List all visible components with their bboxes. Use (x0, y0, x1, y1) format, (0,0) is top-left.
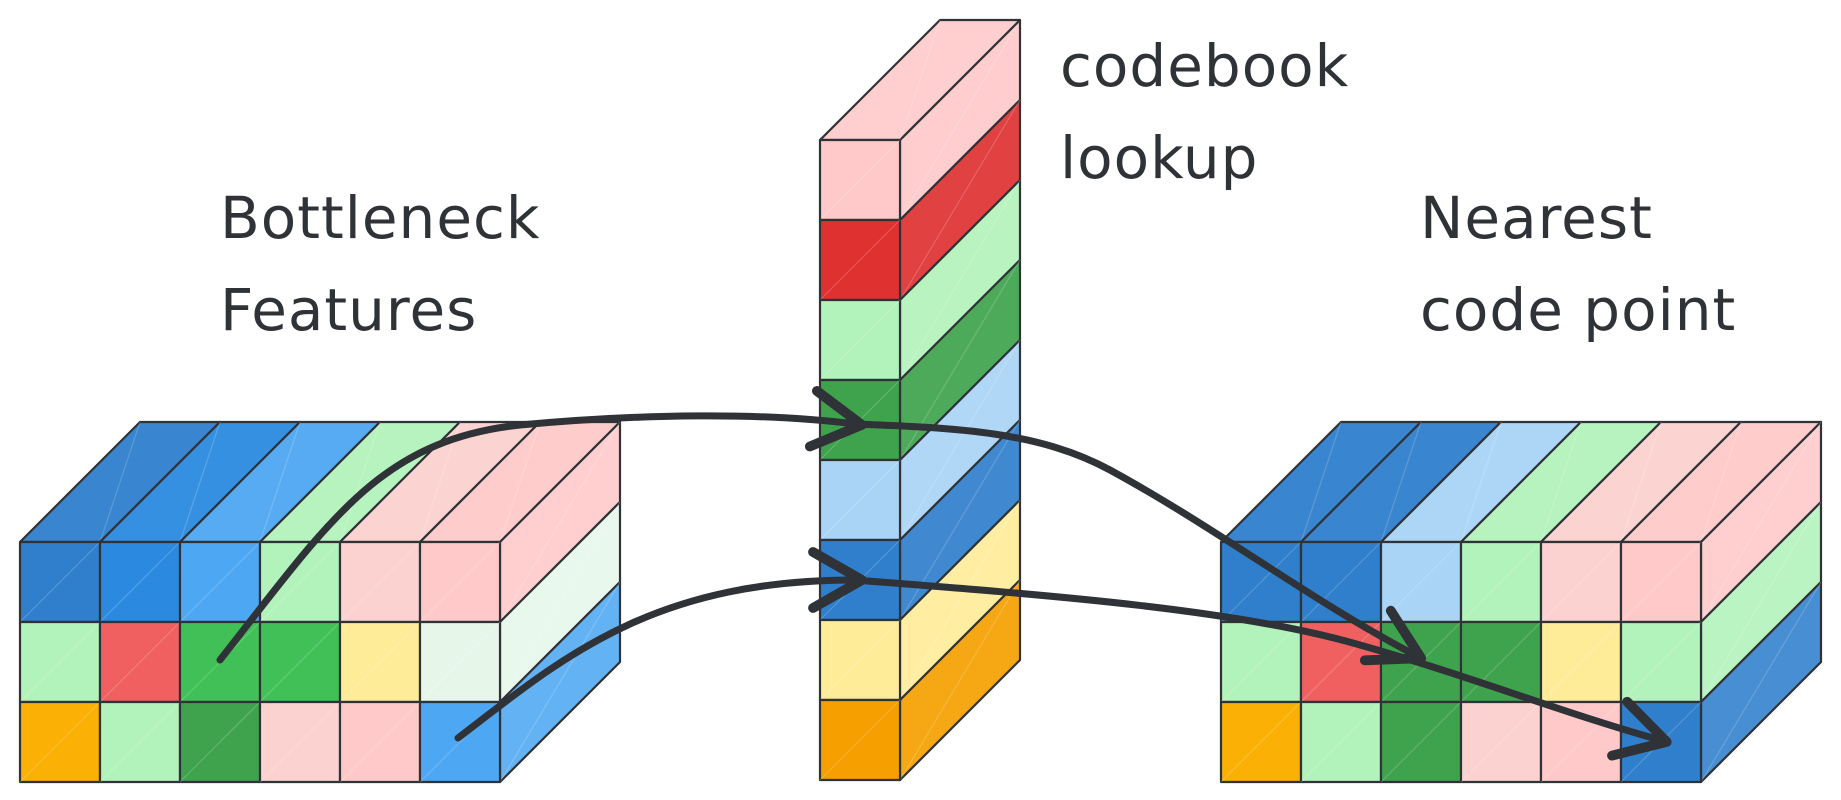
front-face-cell-hatch (1460, 621, 1542, 703)
front-face-cell-hatch (99, 541, 181, 623)
codebook-side-cell-hatch (899, 19, 1021, 221)
codebook-side-cell-hatch (899, 579, 1021, 781)
codebook-entry-hatch (819, 299, 901, 381)
nearest-label-line-2: code point (1420, 276, 1737, 344)
side-face-cell-hatch (499, 581, 621, 783)
top-face-cell-hatch (1540, 421, 1582, 543)
front-face-cell-hatch (1220, 621, 1302, 703)
front-face-cell-hatch (1380, 701, 1462, 783)
front-face-cell-hatch (1460, 701, 1542, 783)
bottleneck-label-line-1: Bottleneck (220, 184, 541, 252)
side-face-cell-hatch (1700, 501, 1822, 703)
top-face-cell-hatch (179, 421, 221, 543)
side-face-cell-hatch (1700, 421, 1822, 623)
codebook-entry-hatch (819, 139, 901, 221)
front-face-cell-hatch (259, 621, 341, 703)
side-face-cell-hatch (499, 421, 621, 623)
bottleneck-features-label: Bottleneck Features (220, 172, 540, 356)
front-face-cell-hatch (19, 701, 101, 783)
codebook-label-line-1: codebook (1060, 32, 1350, 100)
front-face-cell-hatch (1620, 541, 1702, 623)
front-face-cell-hatch (19, 621, 101, 703)
lookup-arrows (216, 386, 1672, 761)
codebook-entry-hatch (819, 459, 901, 541)
codebook-lookup-label: codebook lookup (1060, 20, 1349, 204)
front-face-cell-hatch (19, 541, 101, 623)
arrow-feature-to-codebook-top (216, 386, 867, 664)
codebook-top-cell-hatch (899, 19, 941, 141)
arrow-feature-to-codebook-bottom (454, 547, 867, 742)
nearest-code-point-tensor (1219, 420, 1823, 784)
codebook-side-cell-hatch (899, 99, 1021, 301)
side-face-cell-hatch (499, 501, 621, 703)
front-face-cell-hatch (1300, 541, 1382, 623)
top-face-cell-hatch (1620, 421, 1662, 543)
front-face-cell-hatch (419, 621, 501, 703)
codebook-label-line-2: lookup (1060, 124, 1259, 192)
front-face-cell-hatch (339, 621, 421, 703)
front-face-cell-hatch (1620, 621, 1702, 703)
front-face-cell-hatch (179, 541, 261, 623)
front-face-cell-hatch (339, 541, 421, 623)
front-face-cell-hatch (259, 541, 341, 623)
top-face-cell-hatch (259, 421, 301, 543)
front-face-cell-hatch (179, 701, 261, 783)
codebook-side-cell-hatch (899, 499, 1021, 701)
codebook-entry (818, 698, 902, 782)
codebook-entry-hatch (819, 219, 901, 301)
codebook-column (818, 18, 1022, 782)
top-face-cell-hatch (1460, 421, 1502, 543)
top-face-cell-hatch (499, 421, 541, 543)
top-face-cell-hatch (1700, 421, 1742, 543)
top-face-cell-hatch (1380, 421, 1422, 543)
bottleneck-features-tensor (18, 420, 622, 784)
front-face-cell-hatch (1220, 701, 1302, 783)
front-face-cell-hatch (1460, 541, 1542, 623)
codebook-entry-hatch (819, 619, 901, 701)
nearest-code-point-label: Nearest code point (1420, 172, 1736, 356)
arrow-codebook-to-nearest-top (851, 420, 1427, 666)
bottleneck-label-line-2: Features (220, 276, 478, 344)
front-face-cell-hatch (419, 541, 501, 623)
codebook-side-cell-hatch (899, 179, 1021, 381)
front-face-cell-hatch (99, 621, 181, 703)
top-face-cell-hatch (99, 421, 141, 543)
codebook-entry-hatch (819, 699, 901, 781)
top-face-cell-hatch (339, 421, 381, 543)
nearest-label-line-1: Nearest (1420, 184, 1653, 252)
arrow-codebook-to-nearest-bottom (851, 576, 1672, 761)
codebook-side-cell-hatch (899, 339, 1021, 541)
front-face-cell-hatch (1540, 541, 1622, 623)
front-face-cell-hatch (1300, 701, 1382, 783)
side-face-cell-hatch (1700, 581, 1822, 783)
front-face-cell-hatch (1540, 621, 1622, 703)
front-face-cell-hatch (259, 701, 341, 783)
front-face-cell-hatch (1220, 541, 1302, 623)
front-face-cell-hatch (99, 701, 181, 783)
top-face-cell-hatch (1300, 421, 1342, 543)
front-face-cell-hatch (339, 701, 421, 783)
